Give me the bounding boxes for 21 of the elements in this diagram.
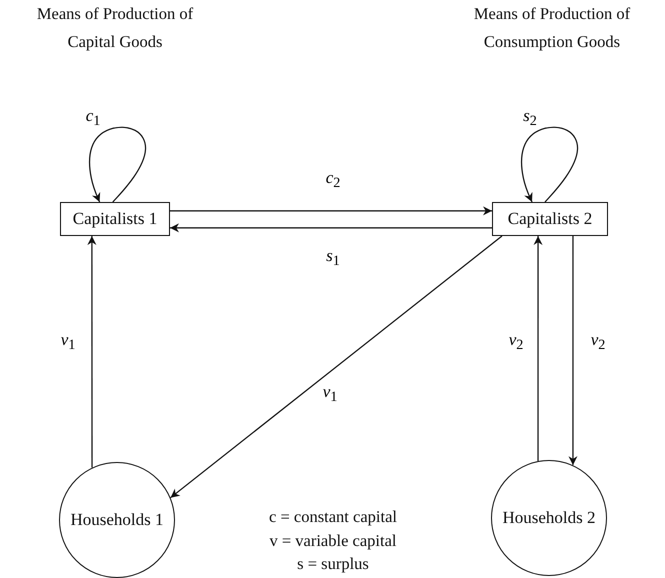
legend-note: v = variable capital	[268, 530, 398, 552]
node-label: Households 2	[502, 508, 596, 528]
arrow	[170, 223, 492, 232]
node-label: Households 1	[70, 510, 164, 530]
arrow	[534, 236, 543, 462]
process-box	[60, 202, 170, 236]
column-heading: Means of Production of Capital Goods	[36, 3, 194, 53]
column-heading: Means of Production of Consumption Goods	[472, 3, 632, 53]
node-label: Capitalists 2	[508, 209, 592, 229]
legend-note: s = surplus	[296, 553, 370, 575]
arrow	[170, 236, 502, 498]
arrow	[170, 206, 492, 216]
circle-node	[59, 462, 175, 578]
arrow	[568, 236, 578, 466]
arrow	[87, 236, 96, 468]
node-label: Capitalists 1	[72, 209, 158, 229]
legend-note: c = constant capital	[268, 506, 398, 528]
arrow	[89, 126, 146, 202]
arrow	[521, 126, 578, 202]
circle-node	[491, 460, 607, 576]
process-box	[492, 202, 608, 236]
